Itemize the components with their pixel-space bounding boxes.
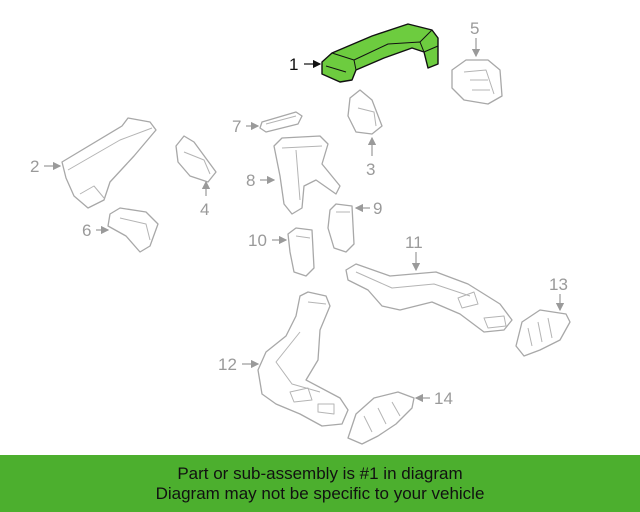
part-12-duct[interactable] bbox=[257, 291, 349, 427]
callout-9: 9 bbox=[373, 199, 382, 218]
callout-4: 4 bbox=[200, 200, 209, 219]
part-2-duct[interactable] bbox=[61, 117, 157, 209]
callout-10: 10 bbox=[248, 231, 267, 250]
part-6-duct[interactable] bbox=[107, 207, 159, 253]
part-7-seal[interactable] bbox=[259, 111, 303, 133]
callout-5: 5 bbox=[470, 19, 479, 38]
part-5-vent[interactable] bbox=[451, 59, 503, 105]
part-8-duct[interactable] bbox=[273, 135, 341, 215]
callout-1: 1 bbox=[289, 55, 298, 74]
callout-2: 2 bbox=[30, 157, 39, 176]
part-14-connector[interactable] bbox=[347, 391, 415, 445]
part-11-duct[interactable] bbox=[345, 263, 513, 333]
banner-line-2: Diagram may not be specific to your vehi… bbox=[155, 483, 485, 503]
part-9-duct[interactable] bbox=[327, 203, 355, 253]
parts-diagram: 1 2 3 4 5 6 7 bbox=[30, 19, 571, 445]
part-13-connector[interactable] bbox=[515, 309, 571, 357]
part-4-bracket[interactable] bbox=[175, 135, 217, 183]
callout-11: 11 bbox=[405, 233, 423, 252]
callout-7: 7 bbox=[232, 117, 241, 136]
part-1-duct[interactable] bbox=[321, 23, 439, 83]
callout-13: 13 bbox=[549, 275, 568, 294]
info-banner: Part or sub-assembly is #1 in diagram Di… bbox=[0, 455, 640, 512]
part-3-vent[interactable] bbox=[347, 89, 383, 135]
part-10-duct[interactable] bbox=[287, 227, 315, 277]
callout-8: 8 bbox=[246, 171, 255, 190]
callout-6: 6 bbox=[82, 221, 91, 240]
callout-14: 14 bbox=[434, 389, 453, 408]
callout-3: 3 bbox=[366, 160, 375, 179]
banner-line-1: Part or sub-assembly is #1 in diagram bbox=[177, 463, 463, 483]
callout-12: 12 bbox=[218, 355, 237, 374]
